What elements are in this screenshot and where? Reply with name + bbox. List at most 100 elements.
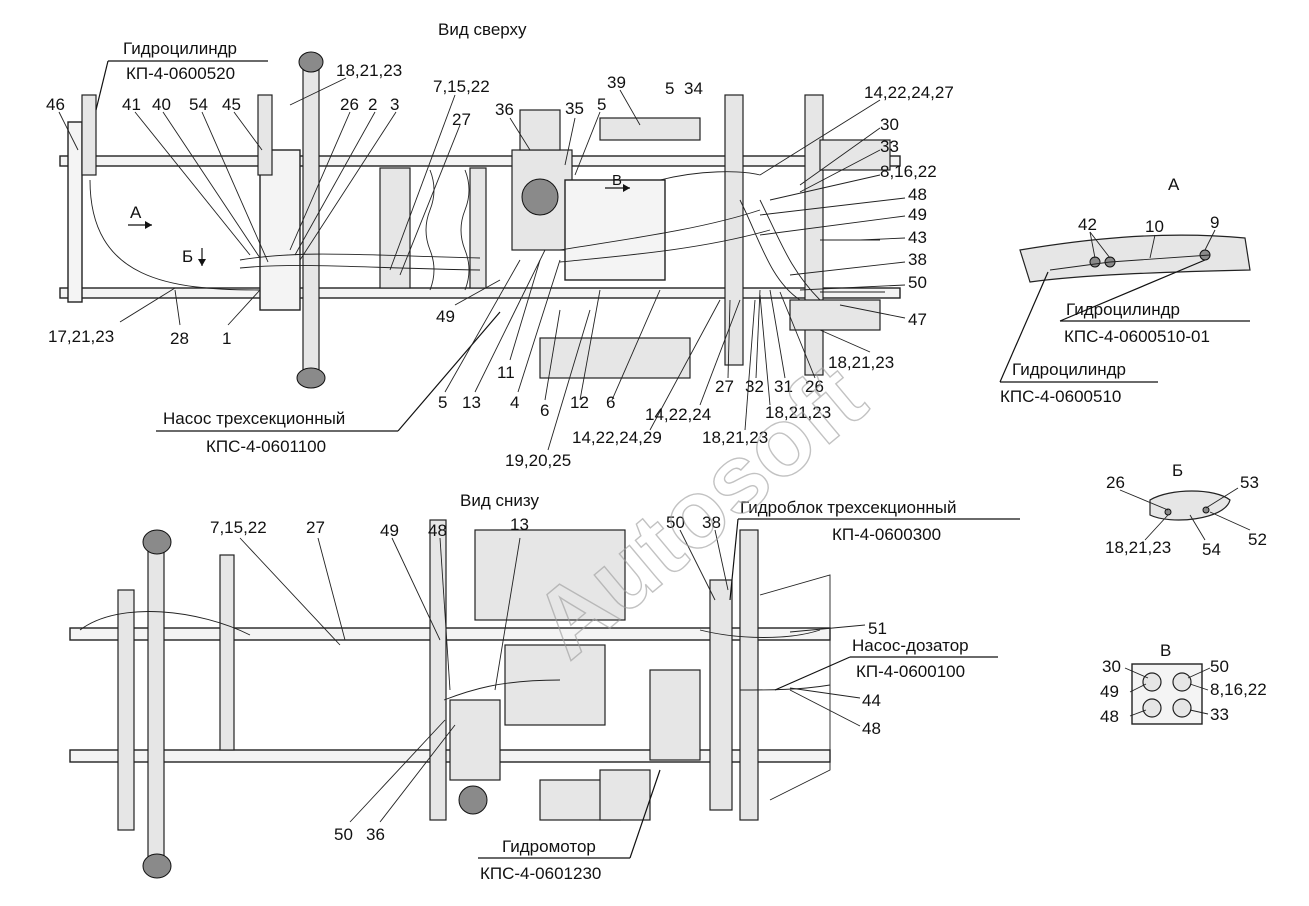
position-label: 49 bbox=[436, 307, 455, 326]
position-label: 49 bbox=[1100, 682, 1119, 701]
position-label: 54 bbox=[189, 95, 208, 114]
position-label: 44 bbox=[862, 691, 881, 710]
position-label: 5 bbox=[665, 79, 674, 98]
position-label: 35 bbox=[565, 99, 584, 118]
callout-cylinder-a1-name: Гидроцилиндр bbox=[1066, 300, 1180, 319]
position-label: 48 bbox=[862, 719, 881, 738]
position-label: 2 bbox=[368, 95, 377, 114]
leader-lines bbox=[58, 60, 1251, 859]
position-label: 50 bbox=[1210, 657, 1229, 676]
position-label: 33 bbox=[880, 137, 899, 156]
position-label: 27 bbox=[306, 518, 325, 537]
bottom-view-position-labels: 7,15,22 27 49 48 13 50 38 51 44 48 50 36 bbox=[210, 513, 887, 844]
position-label: 40 bbox=[152, 95, 171, 114]
position-label: 26 bbox=[340, 95, 359, 114]
callout-cylinder-a1-code: КПС-4-0600510-01 bbox=[1064, 327, 1210, 346]
position-label: 41 bbox=[122, 95, 141, 114]
position-label: 50 bbox=[666, 513, 685, 532]
position-label: 14,22,24,29 bbox=[572, 428, 662, 447]
view-arrow-a-label: А bbox=[130, 203, 142, 222]
position-label: 10 bbox=[1145, 217, 1164, 236]
position-label: 26 bbox=[805, 377, 824, 396]
bottom-view-title: Вид снизу bbox=[460, 491, 539, 510]
position-label: 9 bbox=[1210, 213, 1219, 232]
callout-cylinder-a2-name: Гидроцилиндр bbox=[1012, 360, 1126, 379]
callout-doser-name: Насос-дозатор bbox=[852, 636, 969, 655]
position-label: 28 bbox=[170, 329, 189, 348]
position-label: 45 bbox=[222, 95, 241, 114]
position-label: 18,21,23 bbox=[828, 353, 894, 372]
position-label: 38 bbox=[702, 513, 721, 532]
position-label: 8,16,22 bbox=[1210, 680, 1267, 699]
callout-block-code: КП-4-0600300 bbox=[832, 525, 941, 544]
position-label: 13 bbox=[462, 393, 481, 412]
position-label: 27 bbox=[452, 110, 471, 129]
position-label: 38 bbox=[908, 250, 927, 269]
detail-v-title: В bbox=[1160, 641, 1171, 660]
position-label: 19,20,25 bbox=[505, 451, 571, 470]
position-label: 48 bbox=[428, 521, 447, 540]
position-label: 49 bbox=[380, 521, 399, 540]
position-label: 50 bbox=[908, 273, 927, 292]
position-label: 17,21,23 bbox=[48, 327, 114, 346]
position-label: 26 bbox=[1106, 473, 1125, 492]
position-label: 3 bbox=[390, 95, 399, 114]
position-label: 7,15,22 bbox=[433, 77, 490, 96]
detail-b-drawing bbox=[1149, 490, 1231, 521]
position-label: 34 bbox=[684, 79, 703, 98]
position-label: 6 bbox=[606, 393, 615, 412]
view-arrow-v-label: В bbox=[612, 172, 622, 189]
position-label: 49 bbox=[908, 205, 927, 224]
position-label: 53 bbox=[1240, 473, 1259, 492]
position-label: 13 bbox=[510, 515, 529, 534]
position-label: 7,15,22 bbox=[210, 518, 267, 537]
position-label: 39 bbox=[607, 73, 626, 92]
position-label: 30 bbox=[1102, 657, 1121, 676]
callout-doser-code: КП-4-0600100 bbox=[856, 662, 965, 681]
detail-a-title: А bbox=[1168, 175, 1180, 194]
callout-motor-code: КПС-4-0601230 bbox=[480, 864, 601, 883]
position-label: 36 bbox=[495, 100, 514, 119]
callout-pump-code: КПС-4-0601100 bbox=[206, 437, 326, 456]
position-label: 36 bbox=[366, 825, 385, 844]
position-label: 18,21,23 bbox=[1105, 538, 1171, 557]
detail-v-drawing bbox=[1131, 663, 1203, 725]
position-label: 32 bbox=[745, 377, 764, 396]
position-label: 18,21,23 bbox=[336, 61, 402, 80]
position-label: 6 bbox=[540, 401, 549, 420]
position-label: 4 bbox=[510, 393, 519, 412]
position-label: 18,21,23 bbox=[765, 403, 831, 422]
view-titles: Вид сверху Вид снизу А Б В А Б В bbox=[130, 20, 1183, 660]
detail-a-drawing bbox=[1019, 234, 1251, 283]
position-label: 46 bbox=[46, 95, 65, 114]
position-label: 48 bbox=[908, 185, 927, 204]
position-label: 54 bbox=[1202, 540, 1221, 559]
position-label: 5 bbox=[438, 393, 447, 412]
position-label: 11 bbox=[497, 363, 515, 382]
position-label: 27 bbox=[715, 377, 734, 396]
position-label: 18,21,23 bbox=[702, 428, 768, 447]
position-label: 14,22,24 bbox=[645, 405, 711, 424]
position-label: 31 bbox=[774, 377, 793, 396]
position-label: 5 bbox=[597, 95, 606, 114]
position-label: 52 bbox=[1248, 530, 1267, 549]
position-label: 43 bbox=[908, 228, 927, 247]
position-label: 42 bbox=[1078, 215, 1097, 234]
callout-pump-name: Насос трехсекционный bbox=[163, 409, 345, 428]
callout-cylinder-a2-code: КПС-4-0600510 bbox=[1000, 387, 1121, 406]
position-label: 47 bbox=[908, 310, 927, 329]
position-label: 51 bbox=[868, 619, 887, 638]
position-label: 30 bbox=[880, 115, 899, 134]
top-view-position-labels: 46 41 40 54 45 18,21,23 26 2 3 7,15,22 2… bbox=[46, 61, 954, 470]
position-label: 8,16,22 bbox=[880, 162, 937, 181]
detail-position-labels: 42 10 9 26 53 52 18,21,23 54 30 50 49 8,… bbox=[1078, 213, 1267, 726]
callout-cylinder-top-code: КП-4-0600520 bbox=[126, 64, 235, 83]
position-label: 48 bbox=[1100, 707, 1119, 726]
top-view-title: Вид сверху bbox=[438, 20, 527, 39]
callout-block-name: Гидроблок трехсекционный bbox=[740, 498, 956, 517]
position-label: 14,22,24,27 bbox=[864, 83, 954, 102]
view-arrow-b-label: Б bbox=[182, 247, 193, 266]
component-callouts: Гидроцилиндр КП-4-0600520 Насос трехсекц… bbox=[123, 39, 1210, 883]
detail-b-title: Б bbox=[1172, 461, 1183, 480]
